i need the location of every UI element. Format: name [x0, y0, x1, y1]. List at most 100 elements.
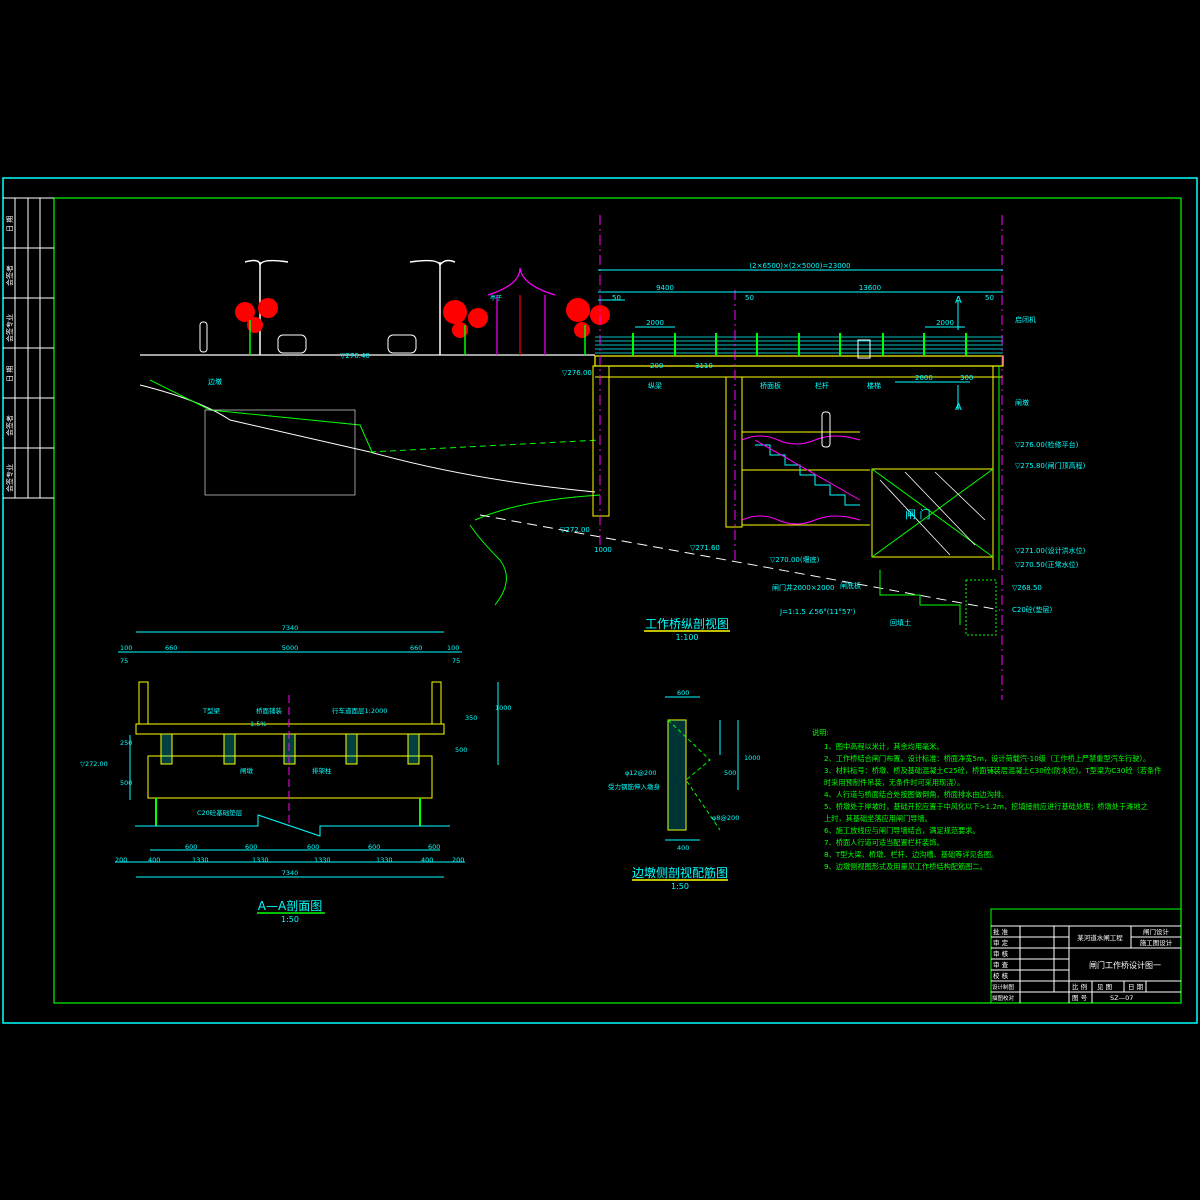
elevation: ▽272.00	[560, 526, 590, 534]
pier-section-scale: 1:50	[671, 882, 689, 891]
dim: 1330	[314, 856, 331, 864]
elevation-view	[139, 215, 1004, 700]
dim: 1330	[252, 856, 269, 864]
note-item: 2、工作桥结合闸门布置。设计标准：桥面净宽5m，设计荷载汽-10级（工作桥上严禁…	[824, 754, 1150, 763]
label: 闸墩	[240, 766, 254, 775]
dim: 50	[612, 294, 621, 302]
label: 桥面板	[760, 381, 781, 390]
note-item: 7、桥面人行道可适当配置栏杆装饰。	[824, 838, 944, 847]
stage-1: 闸门设计	[1143, 927, 1170, 936]
elevation-view-title: 工作桥纵剖视图	[645, 616, 729, 631]
dim: 50	[745, 294, 754, 302]
elevation: ▽275.80(闸门顶高程)	[1015, 461, 1086, 470]
note-item: 6、施工放线应与闸门导墙结合，满足规范要求。	[824, 826, 980, 835]
dim: 350	[465, 714, 477, 722]
elevation: ▽276.00(检修平台)	[1015, 440, 1079, 449]
scale-label: 比 例	[1072, 982, 1087, 991]
person-icon	[821, 411, 831, 448]
scale-value: 见 图	[1097, 983, 1112, 991]
label: 启闭机	[1015, 315, 1036, 324]
dim: 1000	[594, 546, 612, 554]
label: 亭子	[490, 294, 502, 302]
section-aa-title: A—A剖面图	[258, 899, 322, 913]
label: C20砼(垫层)	[1012, 605, 1053, 614]
notes: 说明: 1、图中高程以米计，其余均用毫米。 2、工作桥结合闸门布置。设计标准：桥…	[812, 728, 1161, 871]
label: 边墩	[208, 377, 222, 386]
inner-border	[53, 197, 1182, 1004]
note-item: 3、材料标号：桥墩、桥及基础混凝土C25砼，桥面铺装层混凝土C30砼(防水砼)，…	[824, 766, 1161, 775]
side-signature-strip	[3, 197, 54, 499]
person-icon	[199, 321, 208, 353]
dim: 200	[115, 856, 127, 864]
note-item: 4、人行道与桥面结合处按图做倒角，桥面排水由边沟排。	[824, 790, 1008, 799]
role-label: 描图校对	[992, 994, 1015, 1002]
pier-section-title: 边墩侧剖视配筋图	[632, 865, 728, 880]
dim: 300	[960, 374, 973, 382]
elevation: ▽272.00	[80, 760, 108, 768]
dim: 100	[447, 644, 459, 652]
role-label: 审 定	[993, 938, 1009, 947]
dim: 1000	[495, 704, 512, 712]
elevation: ▽270.50(正常水位)	[1015, 560, 1079, 569]
dim-right: 13600	[859, 284, 881, 292]
strip-cell: 会签专业	[5, 464, 14, 492]
section-aa-scale: 1:50	[281, 915, 299, 924]
dim: 250	[120, 739, 132, 747]
section-mark: A	[955, 402, 962, 413]
label: 排架柱	[312, 766, 332, 775]
dim: 7340	[282, 624, 299, 632]
dim: 400	[148, 856, 160, 864]
title-block	[990, 908, 1182, 1004]
label: 纵梁	[648, 381, 662, 390]
stage-2: 施工图设计	[1140, 938, 1173, 947]
strip-cell: 会签者	[5, 415, 14, 436]
section-aa	[115, 631, 499, 878]
dim: 600	[368, 843, 380, 851]
label: 栏杆	[815, 381, 829, 390]
label: φ8@200	[712, 814, 739, 822]
note-item: 1、图中高程以米计，其余均用毫米。	[824, 742, 944, 751]
dim: 1330	[192, 856, 209, 864]
dim: 50	[985, 294, 994, 302]
role-label: 审 核	[993, 949, 1009, 958]
elevation: ▽276.00	[562, 369, 592, 377]
elevation: ▽271.00(设计洪水位)	[1015, 546, 1086, 555]
role-label: 审 查	[993, 960, 1009, 969]
role-label: 设计制图	[992, 983, 1015, 991]
dim: 200	[452, 856, 464, 864]
elevation-view-scale: 1:100	[675, 633, 698, 642]
elevation: ▽268.50	[1012, 584, 1042, 592]
note-item: 5、桥墩处于岸坡时，基础开挖应置于中风化以下>1.2m，挖填接前应进行基础处理；…	[824, 802, 1148, 811]
dim: 600	[185, 843, 197, 851]
car-icon	[277, 334, 307, 354]
dim: 2000	[936, 319, 954, 327]
label: 闸墩	[1015, 398, 1029, 407]
section-mark: A	[955, 295, 962, 306]
dim: 660	[410, 644, 422, 652]
dim: 75	[120, 657, 128, 665]
strip-cell: 日 期	[6, 366, 14, 382]
dim: 500	[455, 746, 467, 754]
notes-heading: 说明:	[812, 728, 829, 737]
label: 1.5%	[250, 720, 267, 728]
role-label: 批 准	[993, 927, 1009, 936]
drawing-title: 闸门工作桥设计图一	[1089, 960, 1161, 970]
dim: 3110	[695, 362, 713, 370]
dim: 5000	[282, 644, 299, 652]
gate-label: 闸 门	[905, 507, 931, 521]
dim: 2000	[915, 374, 933, 382]
dim: 200	[650, 362, 663, 370]
note-item: 上时，其基础坐落应用闸门导墙。	[824, 814, 932, 823]
dim: 1330	[376, 856, 393, 864]
elevation: ▽271.60	[690, 544, 720, 552]
label: 桥面铺装	[256, 706, 283, 715]
dim: 500	[724, 769, 736, 777]
label: C20砼基础垫层	[197, 808, 243, 817]
car-icon	[387, 334, 417, 354]
dim: 100	[120, 644, 132, 652]
label: T型梁	[202, 706, 220, 715]
label: 闸门井2000×2000	[772, 583, 835, 592]
tree-icon	[235, 298, 610, 338]
label: φ12@200	[625, 769, 656, 777]
